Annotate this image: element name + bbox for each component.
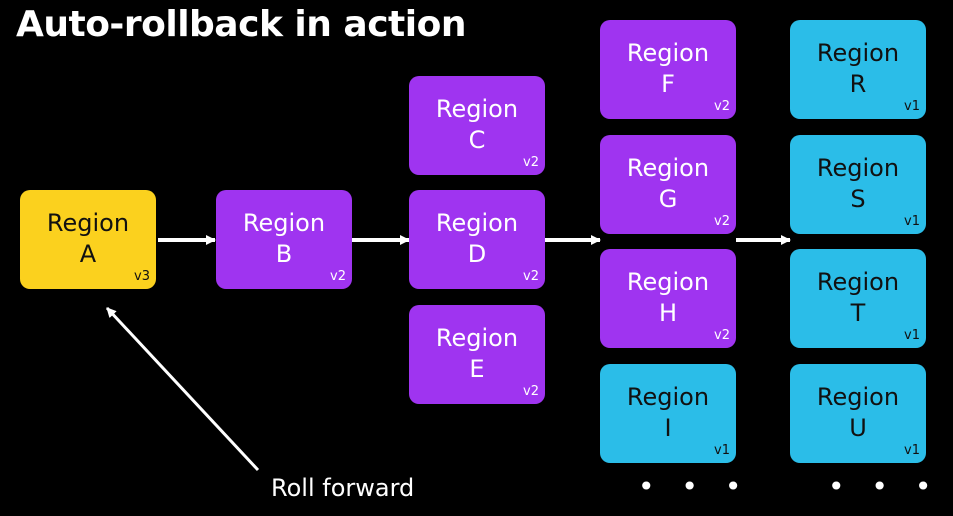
region-u-box: Region U v1	[790, 364, 926, 463]
version-badge: v1	[904, 214, 920, 229]
region-label: Region	[816, 383, 900, 411]
region-d-box: Region D v2	[409, 190, 545, 289]
region-letter: A	[79, 240, 97, 268]
region-label: Region	[435, 324, 519, 352]
version-badge: v2	[714, 99, 730, 114]
more-regions-ellipsis: • • •	[638, 470, 751, 503]
more-regions-ellipsis: • • •	[828, 470, 941, 503]
region-a-box: Region A v3	[20, 190, 156, 289]
region-label: Region	[816, 154, 900, 182]
version-badge: v2	[714, 328, 730, 343]
arrow-roll-forward	[105, 306, 260, 472]
region-letter: R	[849, 70, 867, 98]
version-badge: v1	[714, 443, 730, 458]
region-i-box: Region I v1	[600, 364, 736, 463]
region-label: Region	[626, 39, 710, 67]
version-badge: v2	[714, 214, 730, 229]
region-letter: T	[850, 299, 866, 327]
region-letter: I	[664, 414, 672, 442]
version-badge: v1	[904, 328, 920, 343]
region-letter: E	[469, 355, 485, 383]
region-label: Region	[816, 268, 900, 296]
region-letter: U	[849, 414, 867, 442]
region-label: Region	[816, 39, 900, 67]
region-letter: C	[468, 126, 486, 154]
region-letter: B	[275, 240, 293, 268]
region-label: Region	[626, 268, 710, 296]
region-label: Region	[435, 95, 519, 123]
region-t-box: Region T v1	[790, 249, 926, 348]
version-badge: v3	[134, 269, 150, 284]
region-label: Region	[626, 154, 710, 182]
region-letter: F	[661, 70, 675, 98]
region-f-box: Region F v2	[600, 20, 736, 119]
region-letter: G	[658, 185, 678, 213]
version-badge: v2	[523, 155, 539, 170]
version-badge: v1	[904, 443, 920, 458]
region-r-box: Region R v1	[790, 20, 926, 119]
version-badge: v2	[330, 269, 346, 284]
region-label: Region	[435, 209, 519, 237]
roll-forward-caption: Roll forward	[271, 474, 415, 502]
slide-title: Auto-rollback in action	[16, 4, 466, 45]
region-letter: D	[467, 240, 487, 268]
version-badge: v2	[523, 269, 539, 284]
region-label: Region	[242, 209, 326, 237]
version-badge: v1	[904, 99, 920, 114]
region-h-box: Region H v2	[600, 249, 736, 348]
region-g-box: Region G v2	[600, 135, 736, 234]
version-badge: v2	[523, 384, 539, 399]
region-letter: H	[658, 299, 678, 327]
region-letter: S	[850, 185, 866, 213]
region-e-box: Region E v2	[409, 305, 545, 404]
region-label: Region	[46, 209, 130, 237]
region-s-box: Region S v1	[790, 135, 926, 234]
region-c-box: Region C v2	[409, 76, 545, 175]
region-label: Region	[626, 383, 710, 411]
region-b-box: Region B v2	[216, 190, 352, 289]
